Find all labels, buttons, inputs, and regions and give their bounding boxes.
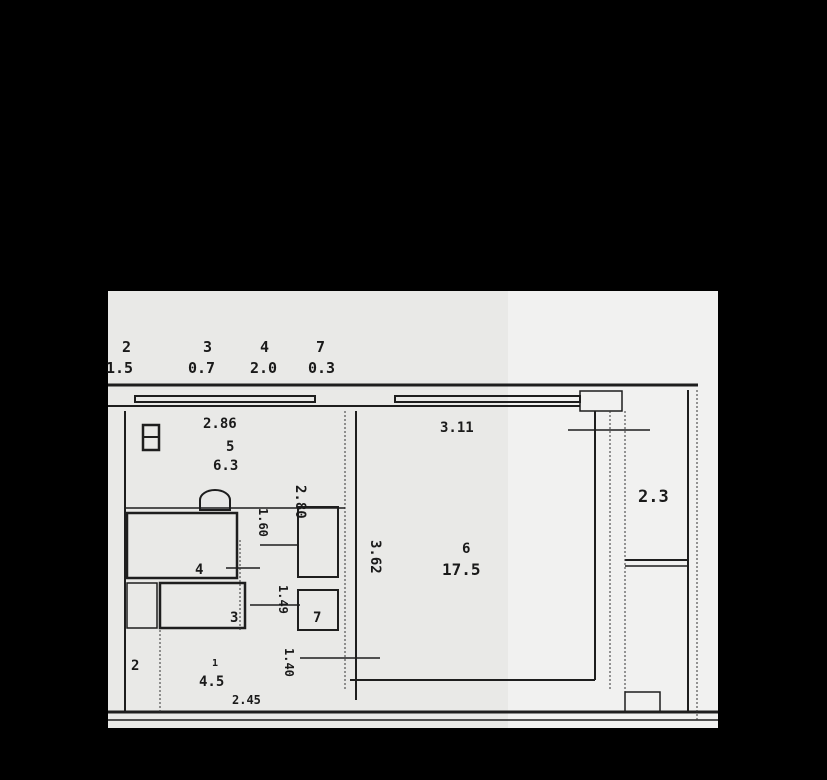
- top-labels: 2 1.5 3 0.7 4 2.0 7 0.3: [106, 338, 335, 377]
- closet-num: 7: [313, 610, 321, 626]
- kitchen-depth: 2.80: [292, 485, 308, 519]
- label-num: 2: [122, 338, 131, 356]
- label-area: 0.3: [308, 359, 335, 377]
- paper-shade: [508, 291, 718, 728]
- toilet-num: 3: [230, 610, 238, 626]
- living-num: 6: [462, 541, 470, 557]
- hall-area: 4.5: [199, 674, 224, 690]
- living-area: 17.5: [442, 560, 481, 579]
- label-num: 7: [316, 338, 325, 356]
- hall-num: 1: [212, 658, 218, 669]
- bathroom-num: 4: [195, 562, 203, 578]
- label-num: 3: [203, 338, 212, 356]
- balcony-area: 2.3: [638, 487, 669, 507]
- bathroom-width: 1.60: [256, 508, 270, 537]
- label-num: 4: [260, 338, 269, 356]
- corridor-width: 1.49: [276, 585, 290, 614]
- hall-depth: 1.40: [282, 648, 296, 677]
- corridor-num: 2: [131, 658, 139, 674]
- kitchen-area: 6.3: [213, 458, 238, 474]
- label-area: 1.5: [106, 359, 133, 377]
- kitchen-num: 5: [226, 439, 234, 455]
- kitchen-width: 2.86: [203, 416, 237, 432]
- label-area: 2.0: [250, 359, 277, 377]
- living-depth: 3.62: [367, 540, 383, 574]
- walls: [108, 383, 718, 721]
- hall-width: 2.45: [232, 693, 261, 707]
- living-width: 3.11: [440, 420, 474, 436]
- label-area: 0.7: [188, 359, 215, 377]
- room-labels: 2.86 5 6.3 2.80 3.11 6 17.5 3.62 2.3 4 1…: [131, 416, 669, 707]
